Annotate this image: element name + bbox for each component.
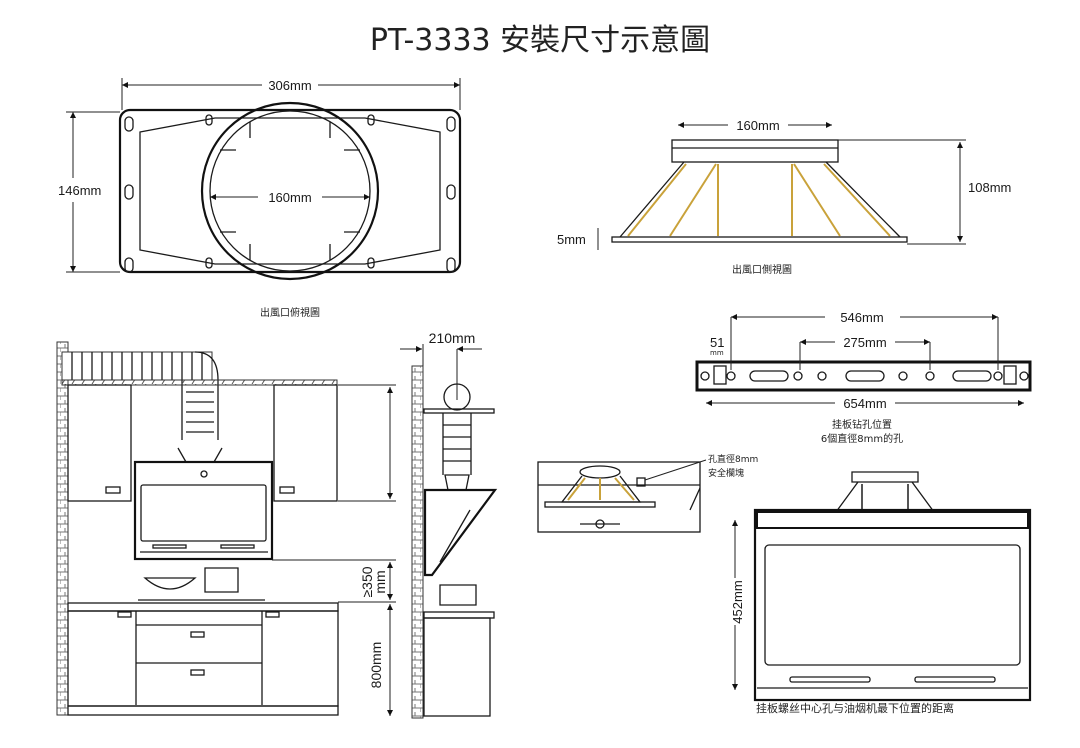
detail-note-2: 安全欄塊: [708, 467, 744, 479]
detail-note-1: 孔直徑8mm: [708, 453, 758, 465]
top-diameter-label: 160mm: [268, 190, 311, 205]
top-width-label: 306mm: [268, 78, 311, 93]
outlet-side-view: 160mm 108mm 5mm 出風口側視圖: [557, 118, 1011, 276]
plate-edge-label: 51: [710, 335, 724, 350]
hood-front-view: 452mm 挂板螺丝中心孔与油烟机最下位置的距离: [730, 471, 1032, 715]
side-top-width-label: 160mm: [736, 118, 779, 133]
clearance-label: ≥350: [359, 566, 375, 597]
depth-label: 210mm: [429, 330, 476, 346]
clearance-unit: mm: [372, 570, 388, 593]
plate-inner-label: 275mm: [843, 335, 886, 350]
side-view-caption: 出風口側視圖: [732, 263, 792, 276]
hood-caption: 挂板螺丝中心孔与油烟机最下位置的距离: [756, 701, 954, 715]
page-title: PT-3333 安裝尺寸示意圖: [370, 23, 710, 58]
counter-height-label: 800mm: [368, 642, 384, 689]
plate-caption-1: 挂板钻孔位置: [832, 418, 892, 431]
kitchen-front-view: ≥350 mm 800mm: [56, 341, 396, 716]
top-height-label: 146mm: [58, 183, 101, 198]
top-view-caption: 出風口俯視圖: [260, 306, 320, 319]
kitchen-side-view: 210mm: [400, 330, 498, 719]
hood-height-label: 452mm: [730, 580, 745, 623]
hanging-plate: 546mm 275mm 51 mm 654mm 挂板钻孔位置 6個直徑8mm的孔: [695, 310, 1032, 445]
side-base-label: 5mm: [557, 232, 586, 247]
plate-edge-unit: mm: [710, 349, 724, 357]
outlet-top-view: 306mm 146mm 160mm 出風口俯視圖: [58, 78, 462, 319]
plate-total-label: 654mm: [843, 396, 886, 411]
side-height-label: 108mm: [968, 180, 1011, 195]
plate-caption-2: 6個直徑8mm的孔: [821, 432, 903, 445]
mounting-detail: 孔直徑8mm 安全欄塊: [537, 453, 758, 533]
plate-outer-label: 546mm: [840, 310, 883, 325]
